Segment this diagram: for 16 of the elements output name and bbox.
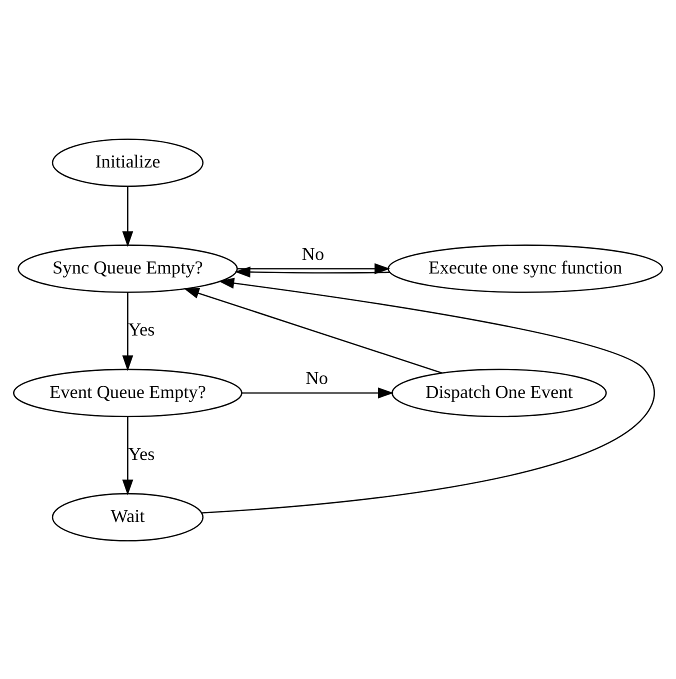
arrow xyxy=(122,292,134,371)
node-ellipse: Sync Queue Empty? xyxy=(18,244,238,292)
arrow xyxy=(242,386,394,398)
node-ellipse: Event Queue Empty? xyxy=(13,368,242,417)
node-ellipse: Execute one sync function xyxy=(388,244,664,292)
arrow xyxy=(237,262,390,274)
edge-label: No xyxy=(306,368,328,388)
node-ellipse: Initialize xyxy=(52,138,204,186)
node-ellipse: Wait xyxy=(52,492,204,541)
arrow xyxy=(122,416,134,495)
arrow xyxy=(183,287,442,374)
node-ellipse: Dispatch One Event xyxy=(392,368,607,417)
edge-label: No xyxy=(302,243,324,264)
arrow xyxy=(202,277,655,513)
arrow xyxy=(122,186,134,247)
arrow xyxy=(234,266,390,278)
